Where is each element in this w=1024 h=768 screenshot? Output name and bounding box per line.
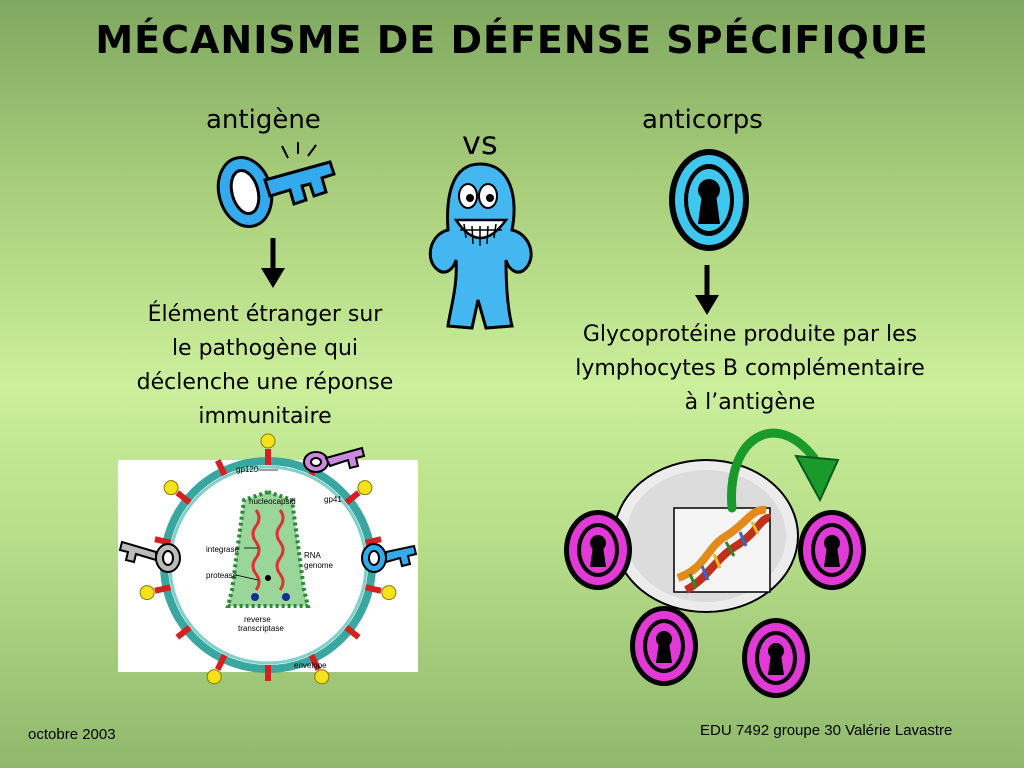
antigen-label: antigène bbox=[206, 105, 321, 135]
integrase-label: integrase bbox=[206, 545, 239, 554]
reverse-label: reverse bbox=[244, 615, 271, 624]
spike-head bbox=[260, 433, 276, 449]
slide-title: MÉCANISME DE DÉFENSE SPÉCIFIQUE bbox=[95, 18, 929, 62]
down-arrow-icon bbox=[261, 238, 285, 288]
spike-head bbox=[163, 480, 179, 496]
dna-icon bbox=[676, 505, 771, 594]
spike-stalk bbox=[364, 584, 382, 594]
gp120-label: gp120 bbox=[236, 465, 259, 474]
envelope-label: envelope bbox=[294, 661, 327, 670]
spike-stalk bbox=[175, 490, 192, 505]
footer-credit: EDU 7492 groupe 30 Valérie Lavastre bbox=[700, 722, 953, 739]
spike-head bbox=[314, 669, 330, 685]
lock-icon bbox=[564, 510, 632, 590]
protease-label: protease bbox=[206, 571, 238, 580]
cartoon-character bbox=[428, 162, 533, 330]
antigen-definition-line: déclenche une réponse bbox=[136, 370, 394, 395]
spike-head bbox=[381, 585, 397, 601]
curved-arrow-icon bbox=[727, 428, 819, 513]
spike-head bbox=[139, 585, 155, 601]
rna-label: RNA bbox=[304, 551, 322, 560]
spike-stalk bbox=[308, 653, 322, 671]
antibody-definition: Glycoprotéine produite par les lymphocyt… bbox=[535, 318, 965, 420]
gp41-label: gp41 bbox=[324, 495, 342, 504]
antigen-definition-line: le pathogène qui bbox=[171, 336, 359, 361]
spike-head bbox=[357, 480, 373, 496]
spike-stalk bbox=[214, 653, 228, 671]
spike-stalk bbox=[175, 625, 192, 640]
spike-stalk bbox=[344, 625, 361, 640]
key-icon bbox=[216, 142, 336, 228]
lock-icon bbox=[630, 606, 698, 686]
antibody-definition-line: à l’antigène bbox=[684, 390, 816, 415]
spike-stalk bbox=[154, 584, 172, 594]
spike-head bbox=[206, 669, 222, 685]
genome-label: genome bbox=[304, 561, 333, 570]
spike-stalk bbox=[344, 490, 361, 505]
antigen-definition-line: immunitaire bbox=[198, 404, 332, 429]
virus-diagram: gp120 gp41 nucleocapsid integrase protea… bbox=[118, 433, 418, 685]
nucleocapsid-label: nucleocapsid bbox=[249, 497, 296, 506]
lock-icon bbox=[669, 149, 749, 251]
antigen-definition: Élément étranger sur le pathogène qui dé… bbox=[100, 298, 430, 434]
antibody-definition-line: lymphocytes B complémentaire bbox=[575, 356, 925, 381]
down-arrow-icon bbox=[695, 265, 719, 315]
lock-icon bbox=[798, 510, 866, 590]
antibody-definition-line: Glycoprotéine produite par les bbox=[582, 322, 918, 347]
dna-box bbox=[673, 507, 771, 593]
antibody-label: anticorps bbox=[642, 105, 763, 135]
spike-stalk bbox=[154, 536, 172, 546]
antibody-cluster bbox=[564, 428, 866, 698]
vs-label: vs bbox=[462, 124, 498, 162]
spike-stalk bbox=[214, 459, 228, 477]
footer-date: octobre 2003 bbox=[28, 726, 116, 743]
transcriptase-label: transcriptase bbox=[238, 624, 284, 633]
lock-icon bbox=[742, 618, 810, 698]
spike-stalk bbox=[364, 536, 382, 546]
antigen-definition-line: Élément étranger sur bbox=[147, 302, 383, 327]
